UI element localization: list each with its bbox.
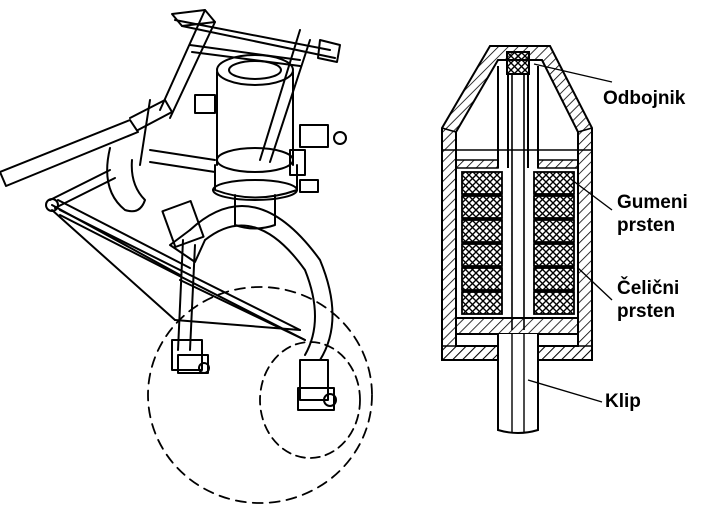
label-piston: Klip xyxy=(605,391,641,412)
bumper-block xyxy=(506,51,530,75)
rubber-rings-left xyxy=(461,171,503,315)
label-bumper: Odbojnik xyxy=(603,88,686,109)
piston-plate xyxy=(455,317,579,335)
leader-lines xyxy=(527,63,613,403)
label-steel-ring-line2: prsten xyxy=(617,301,676,322)
label-rubber-ring-line2: prsten xyxy=(617,215,676,236)
rear-wheel-outline xyxy=(147,286,373,504)
label-steel-ring-line1: Čelični xyxy=(617,278,680,299)
label-rubber-ring-line1: Gumeni xyxy=(617,192,688,213)
piston-rod xyxy=(497,334,539,434)
steel-ring-separators xyxy=(462,193,574,293)
